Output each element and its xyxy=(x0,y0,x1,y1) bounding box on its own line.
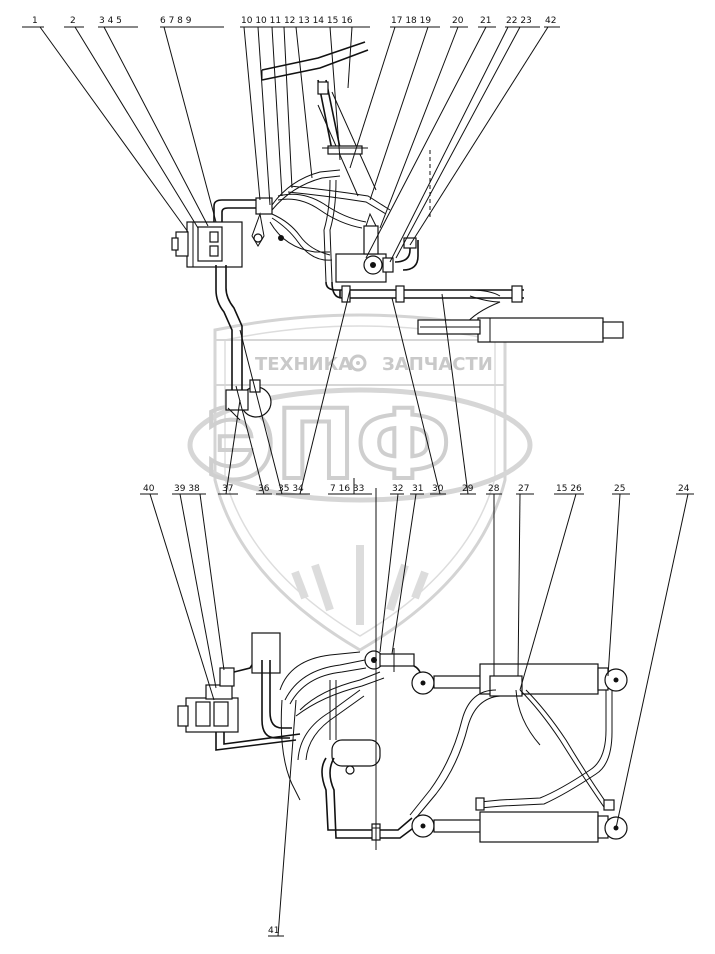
label-m37: 37 xyxy=(222,484,233,494)
label-t1: 1 xyxy=(32,16,38,26)
watermark: ТЕХНИКА ЗАПЧАСТИ ЭПФ xyxy=(187,313,533,652)
leader-lines xyxy=(22,26,694,937)
label-m29: 29 xyxy=(462,484,474,494)
label-t20: 20 xyxy=(452,16,464,26)
hose-bundle-bottom xyxy=(279,651,385,801)
label-t6: 6 7 8 9 xyxy=(160,16,192,26)
hydraulic-cylinder-bottom-lower xyxy=(411,811,628,843)
watermark-brand-right: ЗАПЧАСТИ xyxy=(382,354,493,375)
bottom-assembly xyxy=(177,488,628,850)
wheat-emblem-icon xyxy=(291,545,429,625)
label-m36: 36 xyxy=(258,484,270,494)
gear-icon xyxy=(349,354,367,372)
label-m24: 24 xyxy=(678,484,690,494)
steering-unit-bottom xyxy=(364,648,415,672)
label-t3: 3 4 5 xyxy=(99,16,122,26)
label-t2: 2 xyxy=(70,16,76,26)
label-m31: 31 xyxy=(412,484,423,494)
mounting-bracket xyxy=(251,632,292,739)
label-m28: 28 xyxy=(488,484,500,494)
watermark-brand-left: ТЕХНИКА xyxy=(255,354,352,375)
label-t17: 17 18 19 xyxy=(391,16,431,26)
label-m25: 25 xyxy=(614,484,625,494)
label-m32: 32 xyxy=(392,484,403,494)
label-m27: 27 xyxy=(518,484,529,494)
label-m7: 7 16 33 xyxy=(330,484,364,494)
steering-unit xyxy=(335,212,394,283)
label-m39: 39 38 xyxy=(174,484,200,494)
part-labels: 1 2 3 4 5 6 7 8 9 10 10 11 12 13 14 15 1… xyxy=(32,16,690,936)
steering-column xyxy=(261,41,377,197)
filter-bottom xyxy=(321,739,417,841)
top-assembly xyxy=(171,41,624,421)
label-m40: 40 xyxy=(143,484,155,494)
hydraulic-pump-bottom xyxy=(177,647,267,733)
label-b41: 41 xyxy=(268,926,279,936)
filter-tank xyxy=(225,379,272,421)
label-t22: 22 23 xyxy=(506,16,532,26)
label-m35: 35 34 xyxy=(278,484,304,494)
hydraulic-cylinder-bottom-upper xyxy=(411,663,628,697)
hydraulic-pump-top xyxy=(171,221,243,268)
label-m15: 15 26 xyxy=(556,484,582,494)
suction-pipe xyxy=(215,265,243,390)
label-t21: 21 xyxy=(480,16,491,26)
watermark-shield xyxy=(213,313,507,652)
hydraulic-lines-top xyxy=(325,281,524,326)
cylinder-hoses xyxy=(409,689,615,819)
label-m30: 30 xyxy=(432,484,444,494)
hose-bundle-top xyxy=(269,169,391,283)
hydraulic-cylinder-top xyxy=(417,317,624,343)
label-t10: 10 10 11 12 13 14 15 16 xyxy=(241,16,353,26)
label-t42: 42 xyxy=(545,16,556,26)
